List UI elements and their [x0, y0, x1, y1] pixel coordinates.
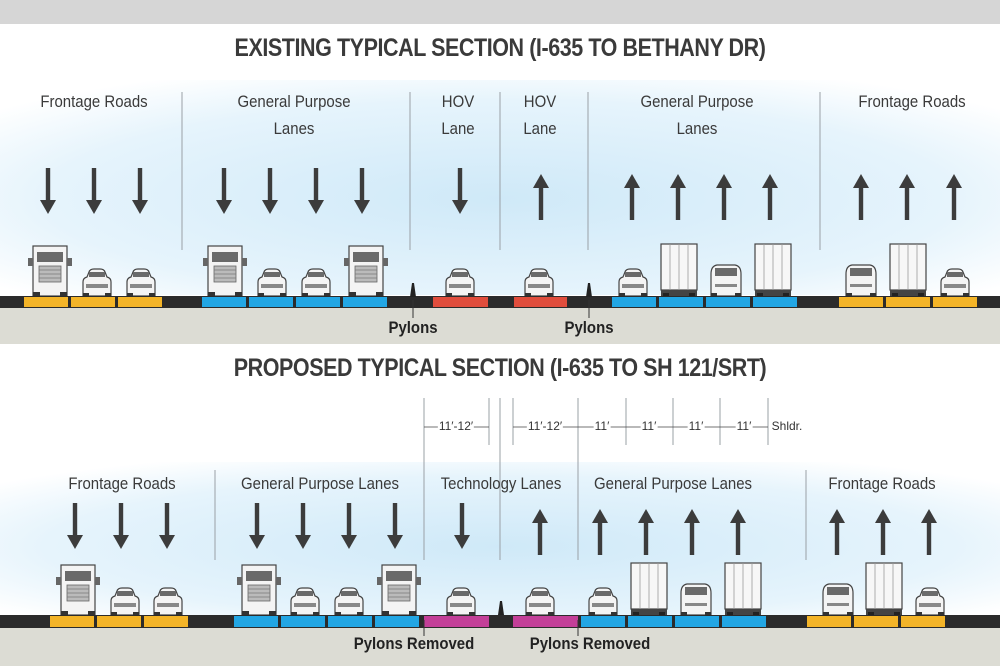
van-icon: [845, 264, 877, 298]
dimension-label: 11′: [640, 419, 658, 433]
existing-hov-right-label-line2: Lane: [523, 119, 557, 138]
box-truck-icon: [724, 562, 762, 617]
existing-gp-right-label-line2: Lanes: [676, 119, 718, 138]
semi-truck-icon: [343, 245, 389, 298]
existing-hov-right-label-line1: HOV: [523, 92, 557, 111]
box-truck-icon: [754, 243, 792, 298]
van-icon: [680, 583, 712, 617]
semi-truck-icon: [376, 564, 422, 617]
proposed-section-title: PROPOSED TYPICAL SECTION (I-635 TO SH 12…: [233, 354, 767, 382]
proposed-gp-left-label: General Purpose Lanes: [240, 474, 400, 493]
van-icon: [710, 264, 742, 298]
box-truck-icon: [889, 243, 927, 298]
existing-dividers: [181, 92, 821, 250]
existing-frontage-right-label: Frontage Roads: [858, 92, 966, 111]
dimension-label: 11′: [735, 419, 753, 433]
box-truck-icon: [660, 243, 698, 298]
semi-truck-icon: [55, 564, 101, 617]
existing-hov-left-label-line1: HOV: [441, 92, 475, 111]
box-truck-icon: [630, 562, 668, 617]
proposed-pylons-removed-right-label: Pylons Removed: [529, 634, 651, 653]
semi-truck-icon: [236, 564, 282, 617]
proposed-road: [0, 601, 1000, 666]
van-icon: [822, 583, 854, 617]
proposed-gp-right-label: General Purpose Lanes: [593, 474, 753, 493]
semi-truck-icon: [202, 245, 248, 298]
proposed-frontage-right-label: Frontage Roads: [828, 474, 936, 493]
top-band: [0, 0, 1000, 24]
existing-pylons-right-label: Pylons: [564, 318, 614, 337]
box-truck-icon: [865, 562, 903, 617]
dimension-label: 11′-12′: [437, 419, 475, 433]
proposed-technology-label: Technology Lanes: [440, 474, 562, 493]
proposed-pylons-removed-left-label: Pylons Removed: [353, 634, 475, 653]
proposed-dividers: [214, 398, 807, 560]
existing-road: [0, 283, 1000, 344]
existing-section-title: EXISTING TYPICAL SECTION (I-635 TO BETHA…: [234, 34, 766, 62]
dimension-label: Shldr.: [770, 419, 804, 433]
dimension-label: 11′: [593, 419, 611, 433]
proposed-frontage-left-label: Frontage Roads: [68, 474, 176, 493]
existing-gp-left-label-line2: Lanes: [273, 119, 315, 138]
existing-frontage-left-label: Frontage Roads: [40, 92, 148, 111]
dimension-label: 11′: [687, 419, 705, 433]
dimension-label: 11′-12′: [526, 419, 564, 433]
existing-pylons-left-label: Pylons: [388, 318, 438, 337]
section-separator: [0, 344, 1000, 348]
existing-hov-left-label-line2: Lane: [441, 119, 475, 138]
existing-gp-right-label-line1: General Purpose: [640, 92, 754, 111]
semi-truck-icon: [27, 245, 73, 298]
existing-gp-left-label-line1: General Purpose: [237, 92, 351, 111]
